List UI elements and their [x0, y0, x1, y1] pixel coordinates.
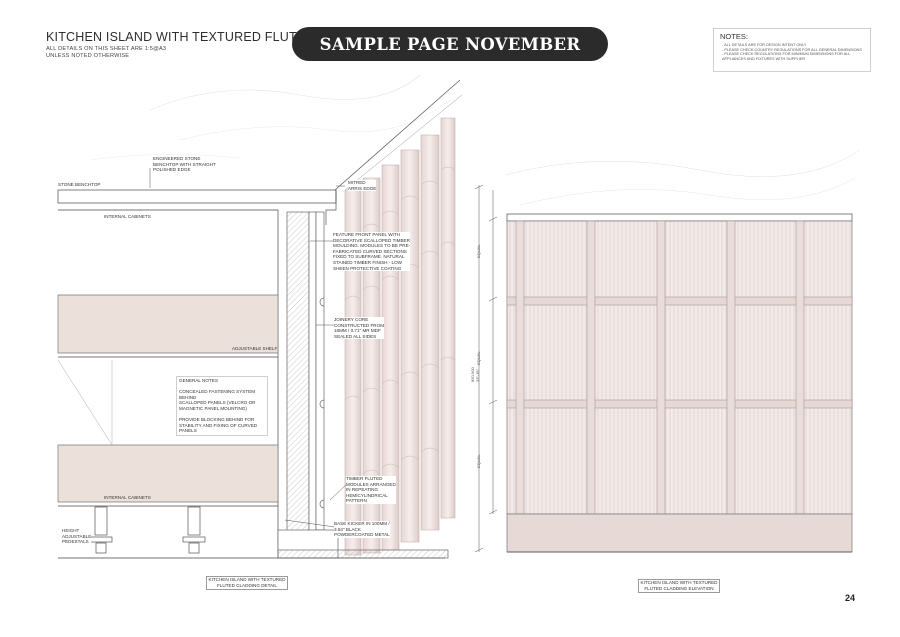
page-title: KITCHEN ISLAND WITH TEXTURED FLUTED CLAD — [46, 30, 353, 44]
label-base-kicker: BASE KICKER IN 100MM / 3.94" BLACK POWDE… — [334, 521, 390, 538]
label-timber-fluted: TIMBER FLUTED MODULES ARRANGED IN REPEAT… — [346, 476, 396, 504]
page-number: 24 — [845, 593, 856, 603]
dim-equal-top: EQUAL — [476, 244, 481, 258]
perspective-flutes — [344, 117, 456, 556]
label-mitred-edge: MITRED ARRIS EDGE — [348, 180, 377, 192]
label-stone-benchtop: STONE BENCHTOP — [58, 182, 101, 188]
label-engineered-stone: ENGINEERED STONE BENCHTOP WITH STRAIGHT … — [153, 156, 216, 173]
label-joinery-core: JOINERY CORE CONSTRUCTED FROM 18MM / 0.7… — [334, 317, 385, 340]
notes-heading: NOTES: — [720, 32, 748, 41]
notes-line: APPLIANCES AND FIXTURES WITH SUPPLIER — [722, 56, 806, 61]
label-internal-cabinets-bottom: INTERNAL CABINETS — [104, 495, 151, 500]
caption-detail: KITCHEN ISLAND WITH TEXTURED FLUTED CLAD… — [206, 576, 288, 590]
notes-text: - ALL DETAILS ARE FOR DESIGN INTENT ONLY… — [722, 43, 868, 61]
notes-line: - PLEASE CHECK COUNTRY REGULATIONS FOR A… — [722, 47, 862, 52]
label-internal-cabinets-top: INTERNAL CABINETS — [104, 214, 151, 219]
label-adjustable-shelf: ADJUSTABLE SHELF — [232, 346, 278, 351]
notes-box: NOTES: - ALL DETAILS ARE FOR DESIGN INTE… — [713, 28, 871, 72]
caption-elevation: KITCHEN ISLAND WITH TEXTURED FLUTED CLAD… — [638, 579, 720, 593]
dim-equal-mid: EQUAL — [476, 351, 481, 365]
sample-banner: SAMPLE PAGE NOVEMBER — [292, 27, 608, 61]
notes-line: - PLEASE CHECK REGULATIONS FOR MINIMUM D… — [722, 52, 851, 57]
label-height-pedestals: HEIGHT ADJUSTABLE PEDESTALS — [62, 528, 92, 545]
scale-note: ALL DETAILS ON THIS SHEET ARE 1:5@A3 — [46, 46, 167, 52]
pedestals — [89, 506, 206, 554]
section-detail — [57, 74, 463, 559]
unless-noted: UNLESS NOTED OTHERWISE — [46, 53, 130, 59]
dim-overall-height: 850-900 33"-35" — [470, 367, 480, 382]
dim-equal-bottom: EQUAL — [476, 454, 481, 468]
general-notes-box: GENERAL NOTES CONCEALED FASTENING SYSTEM… — [176, 376, 268, 436]
label-feature-panel: FEATURE FRONT PANEL WITH DECORATIVE SCAL… — [333, 232, 411, 272]
elevation — [474, 149, 861, 553]
notes-line: - ALL DETAILS ARE FOR DESIGN INTENT ONLY — [722, 43, 807, 47]
